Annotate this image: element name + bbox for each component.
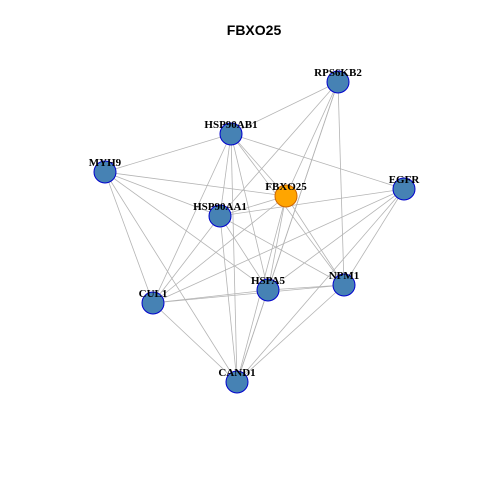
edge-hsp90ab1-fbxo25 — [230, 133, 287, 197]
node-label-npm1: NPM1 — [329, 270, 360, 282]
edge-hsp90aa1-cul1 — [152, 215, 221, 304]
node-layer — [93, 70, 416, 394]
node-hspa5 — [256, 278, 280, 302]
edge-fbxo25-hspa5 — [267, 195, 287, 291]
edge-egfr-npm1 — [343, 188, 405, 286]
edge-egfr-cul1 — [152, 188, 405, 304]
edge-rps6kb2-hsp90ab1 — [230, 81, 339, 135]
edge-egfr-hspa5 — [267, 188, 405, 291]
node-label-cul1: CUL1 — [139, 288, 168, 300]
edge-npm1-cul1 — [152, 284, 345, 304]
edge-hsp90ab1-egfr — [230, 133, 405, 190]
node-label-fbxo25: FBXO25 — [265, 181, 307, 193]
edge-hsp90ab1-cand1 — [230, 133, 238, 383]
node-rps6kb2 — [326, 70, 350, 94]
edge-myh9-cand1 — [104, 171, 238, 383]
node-label-hsp90ab1: HSP90AB1 — [204, 119, 257, 131]
edge-hspa5-cand1 — [236, 289, 269, 383]
edge-fbxo25-cul1 — [152, 195, 287, 304]
node-fbxo25 — [274, 184, 298, 208]
edge-hsp90aa1-hspa5 — [219, 215, 269, 291]
node-label-hspa5: HSPA5 — [251, 275, 286, 287]
edge-hsp90ab1-npm1 — [230, 133, 345, 286]
edge-fbxo25-npm1 — [285, 195, 345, 286]
edge-hsp90ab1-hsp90aa1 — [219, 133, 232, 217]
node-hsp90aa1 — [208, 204, 232, 228]
node-hsp90ab1 — [219, 122, 243, 146]
node-myh9 — [93, 160, 117, 184]
edge-egfr-hsp90aa1 — [219, 188, 405, 217]
edge-rps6kb2-fbxo25 — [285, 81, 339, 197]
edge-myh9-hspa5 — [104, 171, 269, 291]
node-egfr — [392, 177, 416, 201]
node-label-myh9: MYH9 — [89, 157, 122, 169]
edge-egfr-cand1 — [236, 188, 405, 383]
edge-myh9-cul1 — [104, 171, 154, 304]
node-label-hsp90aa1: HSP90AA1 — [193, 201, 247, 213]
edge-myh9-fbxo25 — [104, 171, 287, 197]
edge-hsp90ab1-cul1 — [152, 133, 232, 304]
node-label-egfr: EGFR — [389, 174, 421, 186]
diagram-title: FBXO25 — [227, 22, 282, 38]
edge-layer — [104, 81, 405, 383]
edge-rps6kb2-npm1 — [337, 81, 345, 286]
edge-hsp90ab1-myh9 — [104, 133, 232, 173]
edge-cul1-cand1 — [152, 302, 238, 383]
node-label-rps6kb2: RPS6KB2 — [314, 67, 362, 79]
node-label-cand1: CAND1 — [218, 367, 255, 379]
edge-hsp90aa1-cand1 — [219, 215, 238, 383]
edge-npm1-cand1 — [236, 284, 345, 383]
edge-myh9-hsp90aa1 — [104, 171, 221, 217]
edge-hsp90aa1-npm1 — [219, 215, 345, 286]
node-cand1 — [225, 370, 249, 394]
node-cul1 — [141, 291, 165, 315]
node-npm1 — [332, 273, 356, 297]
